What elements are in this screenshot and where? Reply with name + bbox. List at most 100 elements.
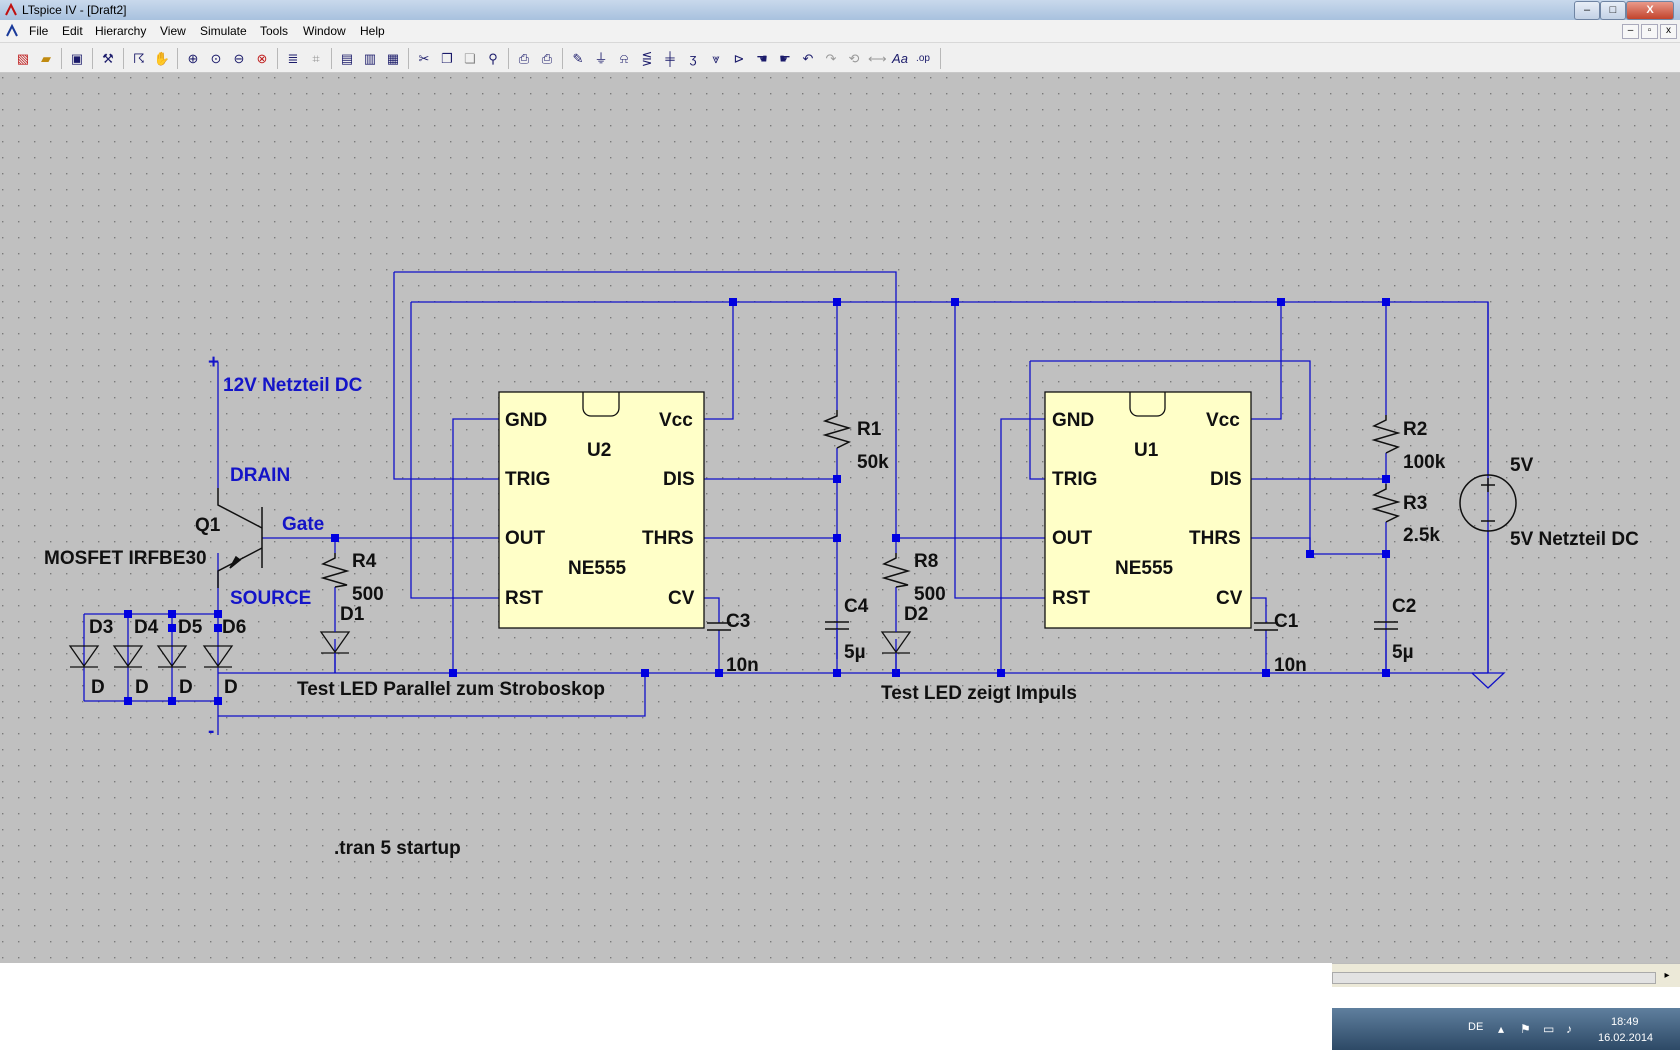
minimize-button[interactable]: – bbox=[1574, 1, 1600, 20]
tile-horizontal-icon[interactable]: ▥ bbox=[363, 51, 377, 66]
undo-icon[interactable]: ↶ bbox=[802, 51, 814, 66]
spice-directive-icon[interactable]: .op bbox=[916, 53, 930, 64]
mdi-minimize-button[interactable]: – bbox=[1622, 24, 1639, 39]
label-net-icon[interactable]: ⍾ bbox=[619, 51, 629, 66]
component-icon[interactable]: ⊳ bbox=[733, 51, 745, 66]
print-setup-icon[interactable]: ⎙ bbox=[518, 51, 530, 66]
menu-view[interactable]: View bbox=[160, 24, 186, 38]
pan-icon[interactable]: ⊙ bbox=[210, 51, 222, 66]
language-indicator[interactable]: DE bbox=[1468, 1021, 1484, 1033]
menu-bar: File Edit Hierarchy View Simulate Tools … bbox=[0, 20, 1680, 43]
volume-icon[interactable]: ♪ bbox=[1566, 1022, 1572, 1036]
ic-u2[interactable]: GND Vcc TRIG DIS OUT THRS RST CV U2 NE55… bbox=[498, 391, 705, 629]
resistor-icon[interactable]: ⋚ bbox=[641, 51, 653, 66]
mosfet-q1[interactable] bbox=[217, 488, 263, 588]
cut-icon[interactable]: ✂ bbox=[418, 51, 430, 66]
paste-icon[interactable]: ❏ bbox=[464, 51, 476, 66]
u1-pin-vcc: Vcc bbox=[1206, 410, 1240, 431]
tray-arrow-icon[interactable]: ▴ bbox=[1498, 1022, 1505, 1036]
ic-u1[interactable]: GND Vcc TRIG DIS OUT THRS RST CV U1 NE55… bbox=[1044, 391, 1252, 629]
menu-file[interactable]: File bbox=[29, 24, 49, 38]
scroll-right-arrow-icon[interactable]: ▸ bbox=[1664, 970, 1670, 981]
action-center-icon[interactable]: ⚑ bbox=[1520, 1022, 1531, 1036]
net-label-drain[interactable]: DRAIN bbox=[230, 465, 290, 486]
menu-help[interactable]: Help bbox=[360, 24, 385, 38]
copy-icon[interactable]: ❐ bbox=[441, 51, 453, 66]
voltage-source-5v[interactable] bbox=[1459, 474, 1517, 532]
open-icon[interactable]: ▰ bbox=[41, 51, 51, 66]
diode-d6[interactable] bbox=[202, 645, 234, 668]
c1-ref: C1 bbox=[1274, 611, 1299, 632]
new-schematic-icon[interactable]: ▧ bbox=[16, 51, 30, 66]
title-bar[interactable]: LTspice IV - [Draft2] – □ X bbox=[0, 0, 1680, 20]
tile-vertical-icon[interactable]: ▤ bbox=[340, 51, 354, 66]
menu-window[interactable]: Window bbox=[303, 24, 346, 38]
zoom-cancel-icon[interactable]: ⌗ bbox=[312, 51, 320, 66]
capacitor-icon[interactable]: ╪ bbox=[665, 51, 675, 66]
run-icon[interactable]: ☈ bbox=[133, 51, 145, 66]
drag-icon[interactable]: ☛ bbox=[779, 51, 791, 66]
net-label-plus[interactable]: + bbox=[208, 352, 219, 373]
halt-icon[interactable]: ✋ bbox=[153, 51, 171, 66]
net-label-minus[interactable]: - bbox=[208, 721, 214, 742]
schematic-canvas[interactable]: GND Vcc TRIG DIS OUT THRS RST CV U2 NE55… bbox=[0, 73, 1680, 963]
u2-pin-gnd: GND bbox=[505, 410, 547, 431]
v-source-value: 5V Netzteil DC bbox=[1510, 529, 1639, 550]
c4-ref: C4 bbox=[844, 596, 869, 617]
capacitor-c4[interactable] bbox=[825, 621, 849, 659]
control-panel-icon[interactable]: ⚒ bbox=[102, 51, 114, 66]
cascade-icon[interactable]: ▦ bbox=[386, 51, 400, 66]
diode-d4[interactable] bbox=[112, 645, 144, 668]
spice-directive[interactable]: .tran 5 startup bbox=[334, 838, 461, 859]
zoom-fit-icon[interactable]: ⊗ bbox=[256, 51, 268, 66]
net-label-gate[interactable]: Gate bbox=[282, 514, 324, 535]
resistor-r4[interactable] bbox=[320, 553, 350, 588]
maximize-button[interactable]: □ bbox=[1600, 1, 1626, 20]
menu-simulate[interactable]: Simulate bbox=[200, 24, 247, 38]
comment-test-led-parallel[interactable]: Test LED Parallel zum Stroboskop bbox=[297, 679, 605, 700]
ground-icon[interactable]: ⏚ bbox=[594, 51, 608, 66]
diode-d3[interactable] bbox=[68, 645, 100, 668]
inductor-icon[interactable]: ʒ bbox=[689, 51, 697, 66]
clock-time[interactable]: 18:49 bbox=[1611, 1016, 1639, 1028]
save-icon[interactable]: ▣ bbox=[70, 51, 84, 66]
capacitor-c2[interactable] bbox=[1374, 621, 1398, 630]
u1-pin-dis: DIS bbox=[1210, 469, 1242, 490]
capacitor-c1[interactable] bbox=[1254, 622, 1278, 631]
net-label-source[interactable]: SOURCE bbox=[230, 588, 311, 609]
diode-d5[interactable] bbox=[156, 645, 188, 668]
resistor-r8[interactable] bbox=[881, 553, 911, 588]
comment-test-led-impuls[interactable]: Test LED zeigt Impuls bbox=[881, 683, 1077, 704]
r4-ref: R4 bbox=[352, 551, 377, 572]
ground-symbol[interactable] bbox=[1471, 672, 1506, 689]
menu-hierarchy[interactable]: Hierarchy bbox=[95, 24, 147, 38]
capacitor-c3[interactable] bbox=[707, 622, 731, 631]
mirror-icon[interactable]: ⟷ bbox=[868, 51, 887, 66]
resistor-r3[interactable] bbox=[1371, 484, 1401, 523]
resistor-r2[interactable] bbox=[1371, 415, 1401, 454]
move-icon[interactable]: ☚ bbox=[756, 51, 768, 66]
clock-date[interactable]: 16.02.2014 bbox=[1598, 1032, 1654, 1044]
d5-ref: D5 bbox=[178, 617, 203, 638]
redo-icon[interactable]: ↷ bbox=[825, 51, 837, 66]
zoom-out-icon[interactable]: ⊖ bbox=[233, 51, 245, 66]
autorange-icon[interactable]: ≣ bbox=[287, 51, 299, 66]
horizontal-scrollbar[interactable] bbox=[1332, 972, 1656, 984]
network-icon[interactable]: ▭ bbox=[1543, 1022, 1555, 1036]
menu-edit[interactable]: Edit bbox=[62, 24, 83, 38]
text-icon[interactable]: Aa bbox=[892, 51, 908, 66]
net-label-12v[interactable]: 12V Netzteil DC bbox=[223, 375, 363, 396]
document-icon[interactable] bbox=[4, 23, 20, 39]
mdi-close-button[interactable]: x bbox=[1660, 24, 1677, 39]
mdi-restore-button[interactable]: ▫ bbox=[1641, 24, 1658, 39]
menu-tools[interactable]: Tools bbox=[260, 24, 289, 38]
print-icon[interactable]: ⎙ bbox=[541, 51, 553, 66]
zoom-in-icon[interactable]: ⊕ bbox=[187, 51, 199, 66]
find-icon[interactable]: ⚲ bbox=[488, 51, 498, 66]
draw-wire-icon[interactable]: ✎ bbox=[572, 51, 584, 66]
diode-icon[interactable]: ⩔ bbox=[712, 51, 720, 66]
rotate-icon[interactable]: ⟲ bbox=[848, 51, 860, 66]
close-button[interactable]: X bbox=[1626, 1, 1674, 20]
resistor-r1[interactable] bbox=[822, 410, 852, 449]
u2-value: NE555 bbox=[568, 558, 627, 579]
